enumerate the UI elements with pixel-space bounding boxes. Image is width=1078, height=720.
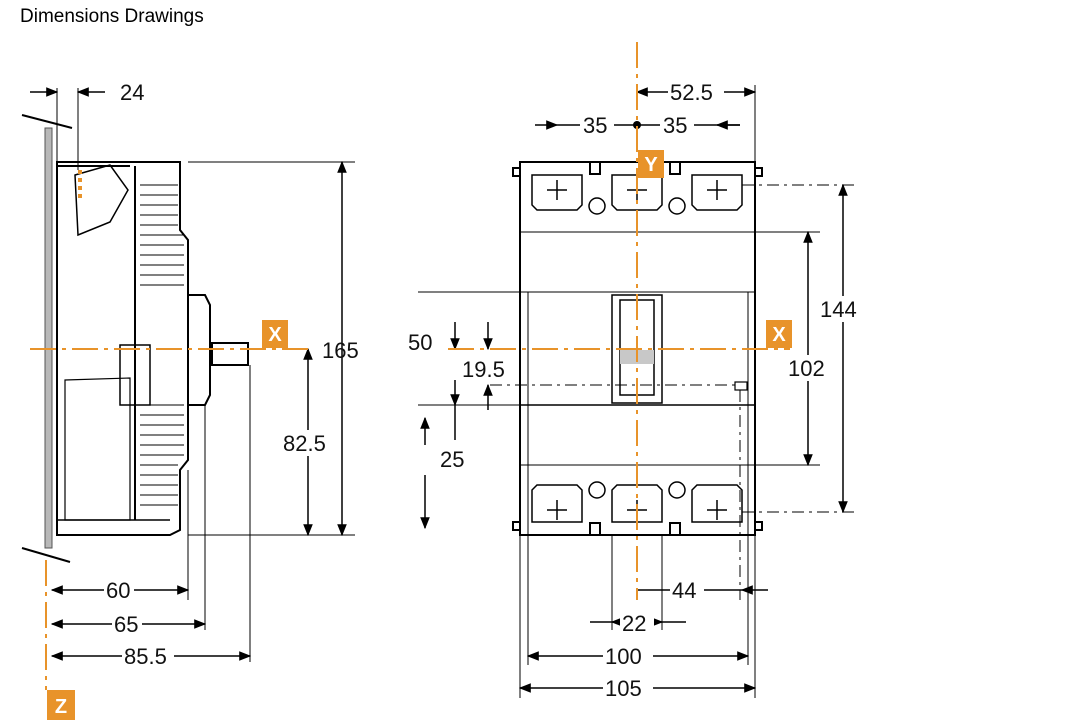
dim-144: 144 [820,297,857,322]
dim-50: 50 [408,330,432,355]
dim-100: 100 [605,644,642,669]
dim-35-right: 35 [663,113,687,138]
side-view-axes [30,348,310,690]
mounting-line-top [21,114,73,129]
dim-35-left: 35 [583,113,607,138]
dim-52-5: 52.5 [670,80,713,105]
cooling-ribs [140,184,184,506]
y-axis-badge [638,150,664,178]
z-axis-badge [47,690,75,720]
side-view [21,87,355,662]
x-axis-badge-right [766,320,792,348]
dim-102: 102 [788,356,825,381]
front-view-axes [448,42,790,600]
dim-19-5: 19.5 [462,357,505,382]
dim-65: 65 [114,612,138,637]
top-notches [512,161,763,177]
bottom-terminals [531,481,743,523]
x-axis-label-left: X [268,324,282,346]
front-view [418,85,855,698]
x-axis-label-right: X [772,324,786,346]
page-title: Dimensions Drawings [20,6,204,27]
dim-25: 25 [440,447,464,472]
dim-82-5: 82.5 [283,431,326,456]
handle-side [211,342,249,366]
dim-22: 22 [622,611,646,636]
dim-24: 24 [120,80,144,105]
dim-60: 60 [106,578,130,603]
indicator [734,381,748,391]
y-axis-label: Y [644,154,658,176]
dim-105: 105 [605,676,642,701]
mounting-line-bottom [21,547,71,563]
dim-85-5: 85.5 [124,644,167,669]
terminal-detail [74,164,129,237]
mounting-plate [44,127,53,549]
x-axis-badge-left [262,320,288,348]
z-axis-label: Z [55,696,67,718]
dim-44: 44 [672,578,696,603]
dim-165: 165 [322,338,359,363]
breaker-body-side [56,161,189,536]
